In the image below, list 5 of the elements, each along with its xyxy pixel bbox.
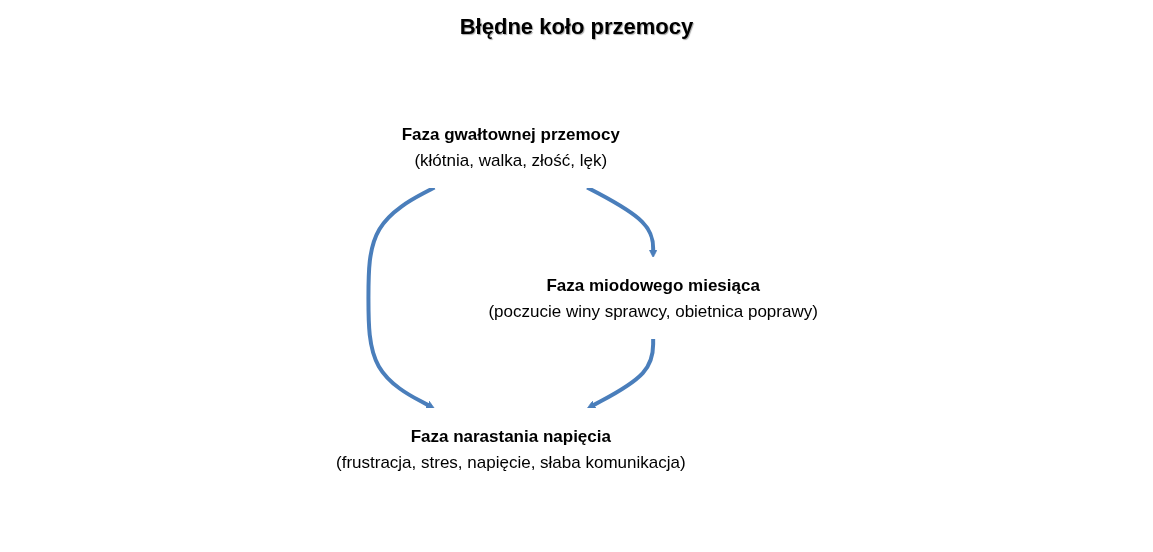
node-text: Faza miodowego miesiąca (poczucie winy sprawcy, obietnica poprawy) [488,275,818,320]
arrow [586,338,655,409]
node-text: Faza gwałtownej przemocy (kłótnia, walka, złość, lęk) [401,124,620,169]
node-text: Faza narastania napięcia (frustracja, stres, napięcie, słaba komunikacja) [335,426,686,471]
diagram-title: Błędne koło przemocy [459,14,694,40]
